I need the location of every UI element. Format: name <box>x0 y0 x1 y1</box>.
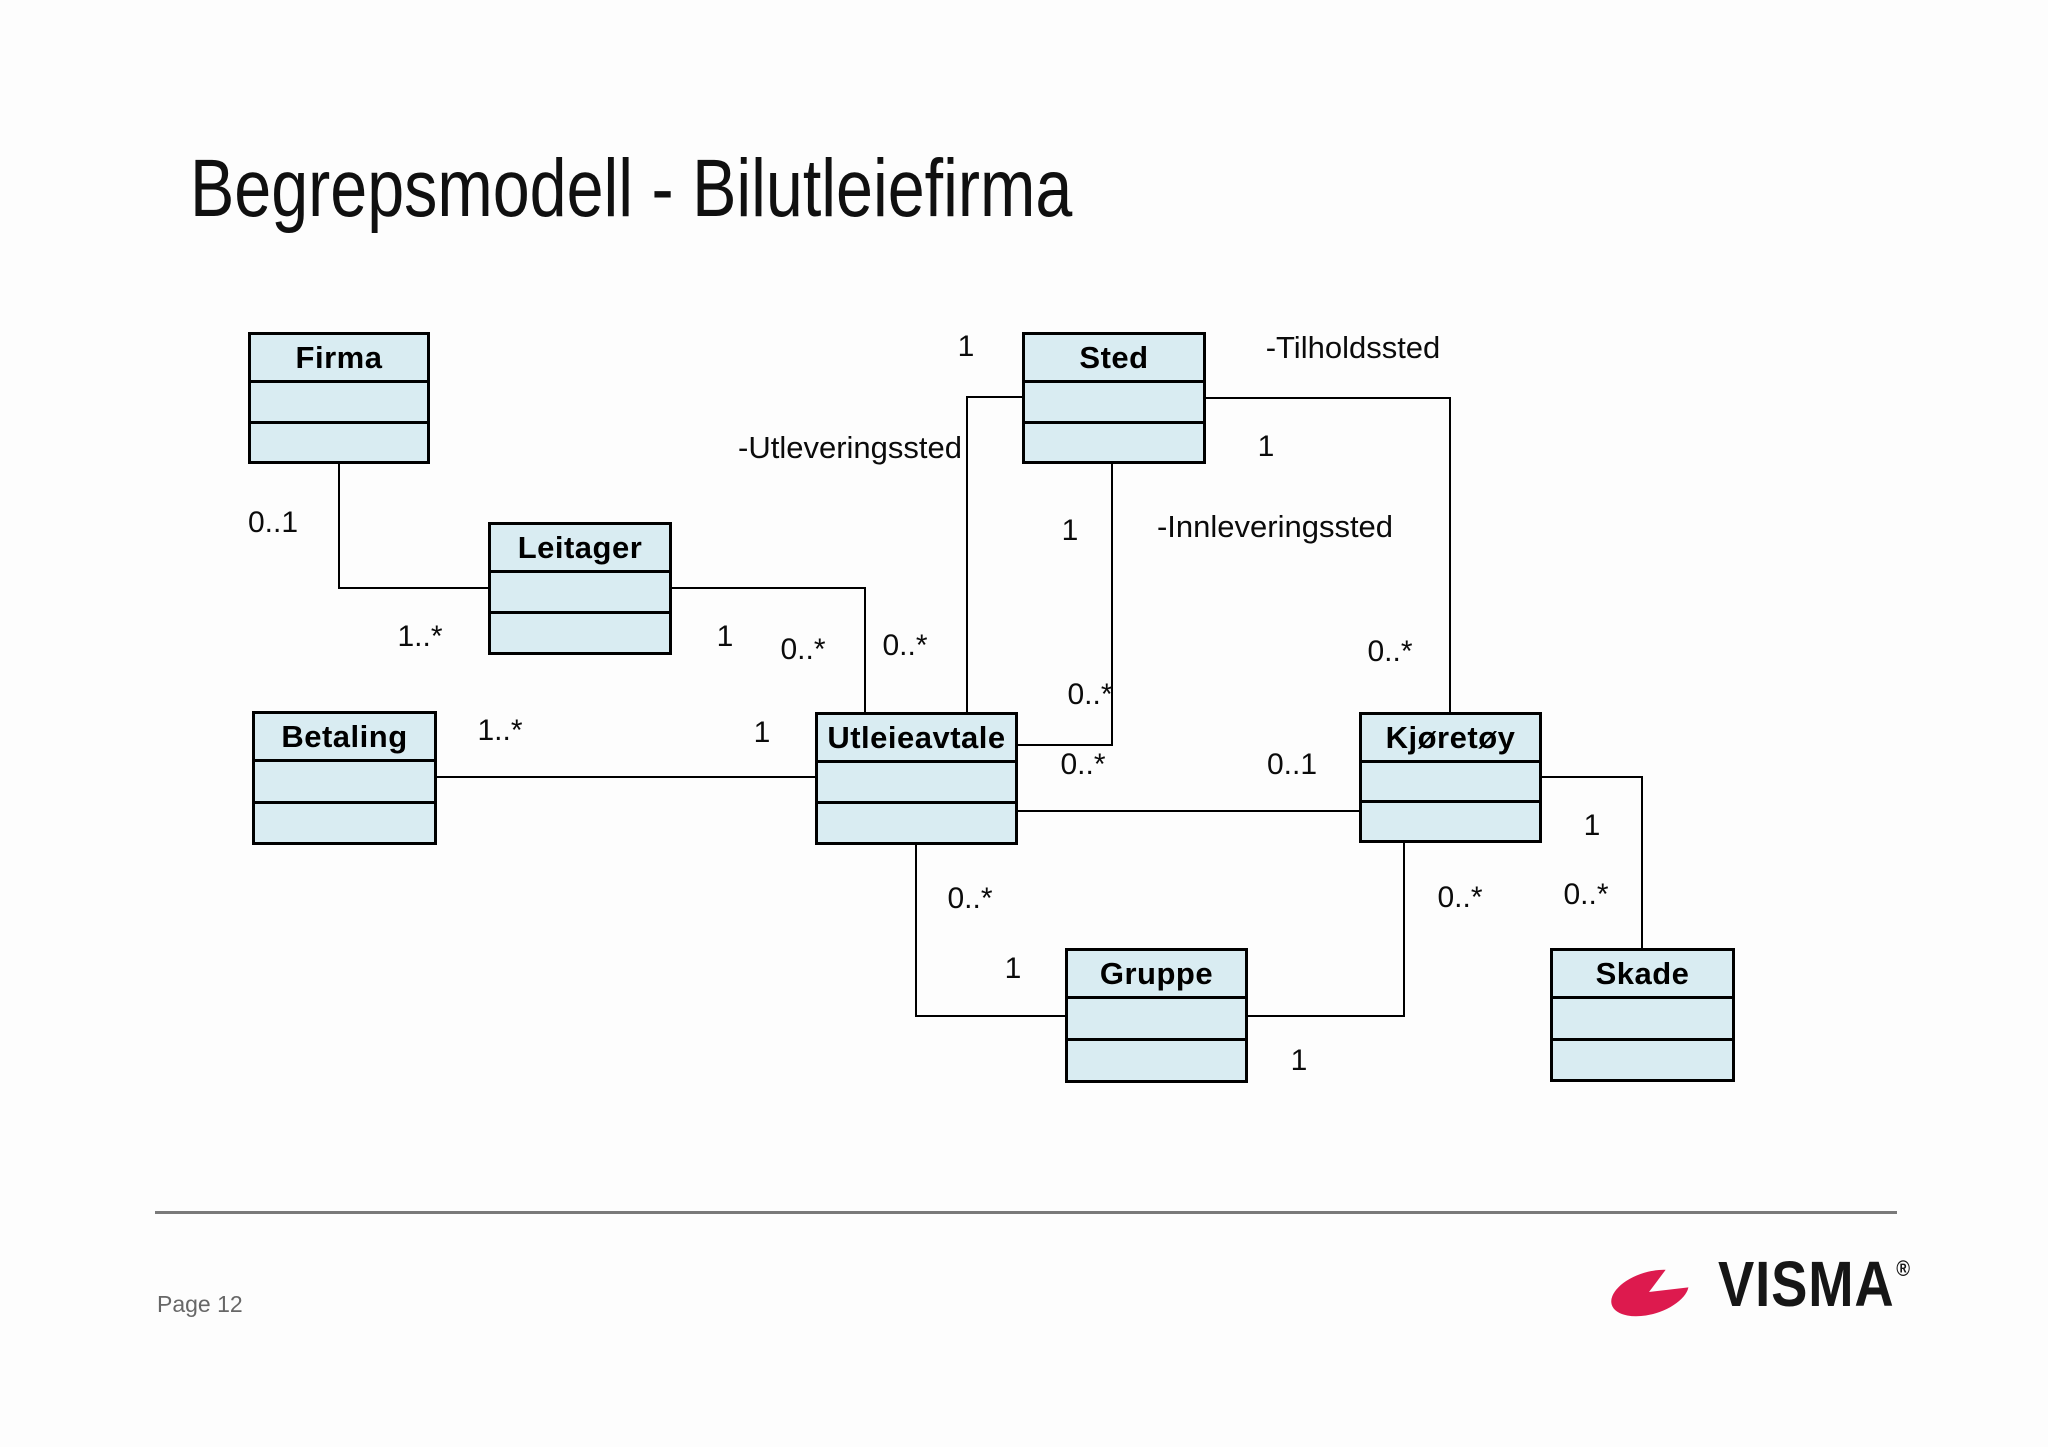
connector-firma-leitager-h <box>338 587 490 589</box>
class-attributes-row <box>1068 999 1245 1041</box>
class-operations-row <box>251 424 427 462</box>
association-name-label: -Utleveringssted <box>738 430 962 465</box>
class-operations-row <box>1068 1041 1245 1080</box>
association-name-label: -Innleveringssted <box>1156 509 1394 544</box>
multiplicity-label: 1 <box>1257 430 1275 463</box>
multiplicity-label: 1..* <box>397 620 443 653</box>
class-operations-row <box>1553 1041 1732 1080</box>
multiplicity-label: 1..* <box>477 714 523 747</box>
multiplicity-label: 0..* <box>780 633 826 666</box>
class-operations-row <box>818 804 1015 842</box>
multiplicity-label: 0..* <box>1060 748 1106 781</box>
class-name: Leitager <box>491 525 669 573</box>
connector-kjoretoy-gruppe-h <box>1248 1015 1405 1017</box>
multiplicity-label: 1 <box>1061 514 1079 547</box>
multiplicity-label: 1 <box>1004 952 1022 985</box>
class-attributes-row <box>818 763 1015 804</box>
class-leitager[interactable]: Leitager <box>488 522 672 655</box>
class-gruppe[interactable]: Gruppe <box>1065 948 1248 1083</box>
connector-kjoretoy-skade-v <box>1641 776 1643 948</box>
visma-wordmark: VISMA® <box>1718 1252 1911 1316</box>
page-number: Page 12 <box>157 1291 243 1317</box>
connector-utleieavtale-gruppe-v <box>915 845 917 1017</box>
connector-innleveringssted-v <box>1111 464 1113 746</box>
connector-utleieavtale-kjoretoy <box>1018 810 1359 812</box>
connector-utleveringssted-h <box>966 396 1024 398</box>
connector-tilholdssted-h <box>1206 397 1451 399</box>
class-attributes-row <box>251 383 427 424</box>
class-betaling[interactable]: Betaling <box>252 711 437 845</box>
visma-logo: VISMA® <box>1606 1252 1943 1320</box>
class-name: Gruppe <box>1068 951 1245 999</box>
association-name-label: -Tilholdssted <box>1265 330 1441 365</box>
class-name: Utleieavtale <box>818 715 1015 763</box>
connector-betaling-utleieavtale <box>437 776 817 778</box>
class-attributes-row <box>1362 763 1539 803</box>
connector-kjoretoy-skade-h <box>1542 776 1643 778</box>
class-operations-row <box>255 804 434 843</box>
multiplicity-label: 0..* <box>1067 678 1113 711</box>
class-operations-row <box>1362 803 1539 840</box>
visma-swoosh-icon <box>1611 1262 1698 1317</box>
class-operations-row <box>1025 424 1203 462</box>
multiplicity-label: 0..1 <box>247 506 299 539</box>
class-attributes-row <box>1025 383 1203 424</box>
class-sted[interactable]: Sted <box>1022 332 1206 464</box>
multiplicity-label: 0..* <box>947 882 993 915</box>
class-operations-row <box>491 614 669 652</box>
class-utleieavtale[interactable]: Utleieavtale <box>815 712 1018 845</box>
multiplicity-label: 1 <box>716 620 734 653</box>
registered-mark: ® <box>1896 1255 1911 1281</box>
multiplicity-label: 1 <box>753 716 771 749</box>
class-name: Betaling <box>255 714 434 762</box>
class-name: Kjøretøy <box>1362 715 1539 763</box>
multiplicity-label: 0..* <box>1437 881 1483 914</box>
multiplicity-label: 0..1 <box>1266 748 1318 781</box>
connector-utleieavtale-gruppe-h <box>915 1015 1065 1017</box>
connector-tilholdssted-v <box>1449 397 1451 714</box>
connector-leitager-utleieavtale-h <box>672 587 866 589</box>
class-firma[interactable]: Firma <box>248 332 430 464</box>
multiplicity-label: 0..* <box>882 629 928 662</box>
multiplicity-label: 0..* <box>1563 878 1609 911</box>
class-name: Skade <box>1553 951 1732 999</box>
connector-leitager-utleieavtale-v <box>864 587 866 714</box>
multiplicity-label: 1 <box>957 330 975 363</box>
class-kjoretoy[interactable]: Kjøretøy <box>1359 712 1542 843</box>
multiplicity-label: 1 <box>1583 809 1601 842</box>
class-attributes-row <box>1553 999 1732 1041</box>
class-attributes-row <box>491 573 669 614</box>
class-name: Sted <box>1025 335 1203 383</box>
class-skade[interactable]: Skade <box>1550 948 1735 1082</box>
multiplicity-label: 1 <box>1290 1044 1308 1077</box>
connector-utleveringssted-v <box>966 396 968 714</box>
multiplicity-label: 0..* <box>1367 635 1413 668</box>
connector-innleveringssted-h <box>1018 744 1113 746</box>
page-title: Begrepsmodell - Bilutleiefirma <box>190 143 1073 234</box>
connector-firma-leitager-v <box>338 464 340 589</box>
connector-kjoretoy-gruppe-v <box>1403 843 1405 1017</box>
class-attributes-row <box>255 762 434 804</box>
class-name: Firma <box>251 335 427 383</box>
visma-text: VISMA <box>1718 1248 1895 1320</box>
footer-divider <box>155 1211 1897 1214</box>
